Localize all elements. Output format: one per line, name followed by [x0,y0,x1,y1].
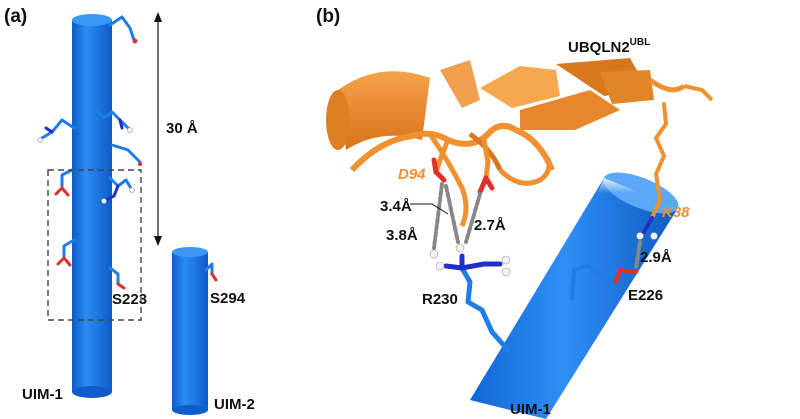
panel-a-label: (a) [4,6,27,27]
panel-a: (a) [4,6,255,415]
uim2-helix-a [172,247,208,415]
hbond-2-9 [634,240,642,270]
k38-side-chain [636,102,668,240]
hbond-2-7 [464,192,482,244]
residue-label-k38: K38 [662,204,690,221]
residue-label-r230: R230 [422,291,458,308]
residue-label-s294: S294 [210,290,246,307]
helix-label-uim1-b: UIM-1 [510,401,551,418]
distance-label-2-7: 2.7Å [474,217,506,234]
residue-label-s223: S223 [112,291,147,308]
distance-label-3-4: 3.4Å [380,198,412,215]
helix-label-uim2: UIM-2 [214,396,255,413]
hydrogen-bonds [432,182,642,270]
protein-label: UBQLN2UBL [568,37,650,56]
side-chains-a [37,15,218,290]
panel-b-label: (b) [316,6,340,27]
distance-label-2-9: 2.9Å [640,249,672,266]
hbond-3-4 [444,184,460,244]
residue-label-d94: D94 [398,166,426,183]
d94-side-chain [431,137,495,195]
uim1-helix-a [72,14,112,398]
distance-label-3-8: 3.8Å [386,227,418,244]
hbond-3-8 [432,182,444,250]
ubl-protein-ribbons [326,58,714,228]
panel-b: (b) [316,6,714,419]
r230-side-chain [429,243,511,353]
dimension-arrow [154,12,162,246]
dimension-label: 30 Å [166,120,198,137]
residue-label-e226: E226 [628,287,663,304]
helix-label-uim1: UIM-1 [22,386,63,403]
highlight-box [47,169,142,321]
leader-line [410,203,449,215]
e226-side-chain [570,264,638,300]
